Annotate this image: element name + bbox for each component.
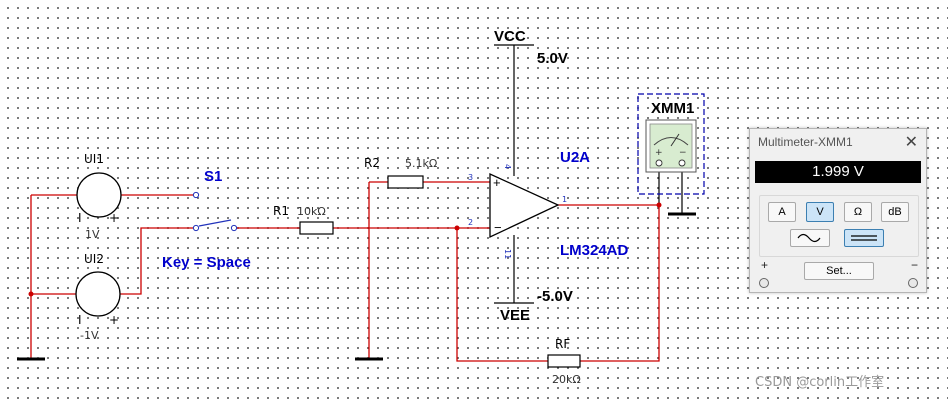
meter-dial-icon xyxy=(653,137,689,146)
opamp-model: LM324AD xyxy=(560,242,629,259)
multimeter-panel[interactable]: Multimeter-XMM1 ✕ 1.999 V A V Ω dB Set..… xyxy=(749,128,927,293)
ui2-minus-mark: I xyxy=(78,313,82,327)
vcc-value: 5.0V xyxy=(537,50,568,67)
multimeter-reading: 1.999 V xyxy=(755,161,921,183)
dc-line-icon xyxy=(851,235,877,241)
vee-label: VEE xyxy=(500,307,530,324)
junction-inv xyxy=(454,225,460,231)
multimeter-xmm1[interactable]: XMM1 + − xyxy=(637,93,705,195)
junction-left xyxy=(28,291,34,297)
mode-button-amps[interactable]: A xyxy=(768,202,796,222)
junction-dots xyxy=(28,202,662,297)
r2-ref: R2 xyxy=(364,156,380,170)
meter-ref: XMM1 xyxy=(651,100,694,117)
ui2-plus-mark: + xyxy=(109,313,119,327)
wire-ui2-right xyxy=(120,227,193,295)
minus-terminal-label: − xyxy=(911,258,919,272)
plus-terminal-label: + xyxy=(761,258,769,272)
ui2-value: -1V xyxy=(80,329,99,342)
source-ui2[interactable]: UI2 -1V I + xyxy=(75,252,121,342)
multimeter-controls-frame xyxy=(759,195,919,257)
switch-key-label: Key = Space xyxy=(162,254,251,271)
ui1-ref: UI1 xyxy=(84,152,104,166)
meter-minus-mark: − xyxy=(679,148,687,158)
switch-ref: S1 xyxy=(204,168,222,185)
pin-out: 1 xyxy=(562,195,567,204)
supply-wires xyxy=(494,44,683,304)
ac-wave-icon xyxy=(797,233,821,243)
multimeter-panel-title: Multimeter-XMM1 xyxy=(758,135,853,149)
junction-out xyxy=(656,202,662,208)
r1-ref: R1 xyxy=(273,204,289,218)
switch-s1[interactable]: S1 Key = Space xyxy=(162,168,251,271)
ui1-value: 1V xyxy=(85,228,100,241)
resistor-r1[interactable]: R1 10kΩ xyxy=(273,204,334,235)
opamp-u2a[interactable]: + − 3 2 1 4 11 U2A LM324AD xyxy=(468,149,629,259)
source-ui1[interactable]: UI1 1V I + xyxy=(76,152,122,241)
rf-value: 20kΩ xyxy=(552,373,581,386)
ac-wave-button[interactable] xyxy=(790,229,830,247)
plus-terminal[interactable] xyxy=(759,278,769,288)
mode-button-db[interactable]: dB xyxy=(881,202,909,222)
pin-vminus: 11 xyxy=(503,249,512,259)
ground-symbols xyxy=(17,212,696,361)
watermark: CSDN @corlin工作室 xyxy=(755,375,885,390)
pin-vplus: 4 xyxy=(503,164,512,169)
dc-line-button[interactable] xyxy=(844,229,884,247)
minus-terminal[interactable] xyxy=(908,278,918,288)
opamp-ref: U2A xyxy=(560,149,590,166)
r2-value: 5.1kΩ xyxy=(405,157,437,170)
wire-rf-out xyxy=(580,205,660,362)
mode-button-ohms[interactable]: Ω xyxy=(844,202,872,222)
vee-value: -5.0V xyxy=(537,288,573,305)
pin-inv: 2 xyxy=(468,218,473,227)
ui1-plus-mark: + xyxy=(109,211,119,225)
opamp-plus-sign: + xyxy=(493,175,501,190)
ui2-ref: UI2 xyxy=(84,252,104,266)
vcc-label: VCC xyxy=(494,28,526,45)
r1-value: 10kΩ xyxy=(297,205,326,218)
mode-button-volts[interactable]: V xyxy=(806,202,834,222)
opamp-minus-sign: − xyxy=(494,220,502,235)
resistor-r2[interactable]: R2 5.1kΩ xyxy=(364,156,437,189)
set-button[interactable]: Set... xyxy=(804,262,874,280)
wire-feedback xyxy=(456,228,548,362)
wires xyxy=(30,181,660,362)
resistor-rf[interactable]: RF 20kΩ xyxy=(547,337,581,386)
rf-ref: RF xyxy=(555,337,570,351)
meter-plus-mark: + xyxy=(655,148,663,158)
pin-noninv: 3 xyxy=(468,173,473,182)
ui1-minus-mark: I xyxy=(78,211,82,225)
close-icon[interactable]: ✕ xyxy=(904,134,918,151)
